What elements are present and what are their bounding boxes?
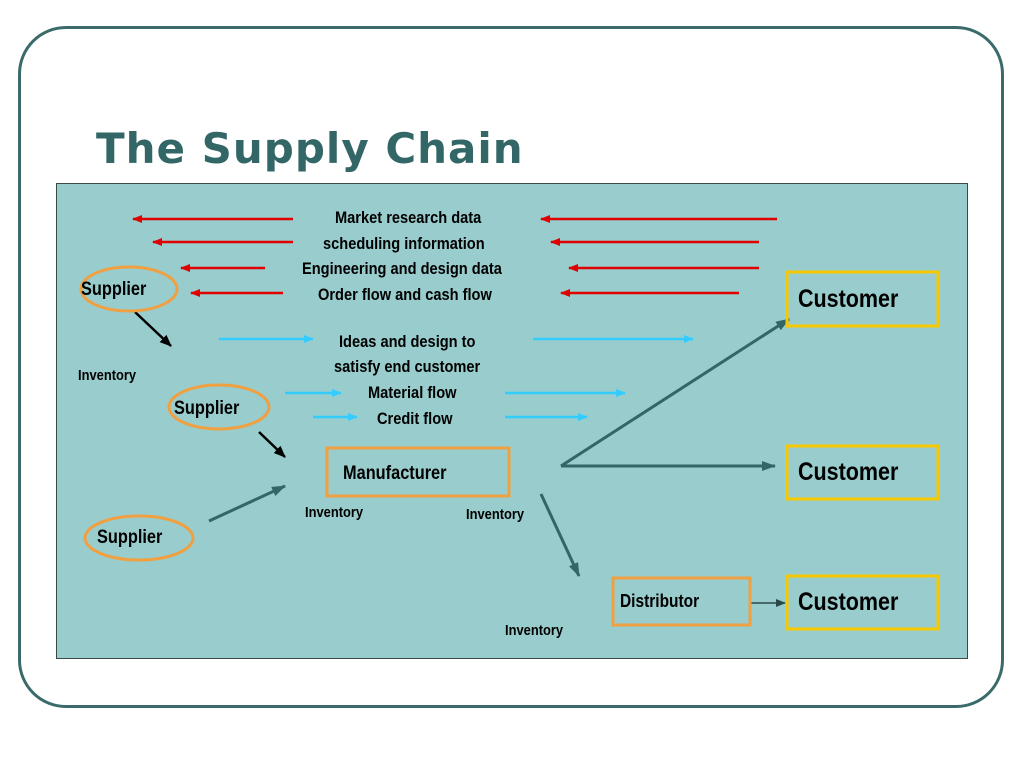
flow-label-scheduling: scheduling information	[323, 234, 485, 253]
flow-label-credit: Credit flow	[377, 409, 453, 428]
customer-3-box	[785, 574, 940, 631]
customer-1-box	[785, 270, 940, 328]
flow-label-ideas-line2: satisfy end customer	[334, 357, 481, 376]
inventory-label-distributor: Inventory	[505, 622, 564, 639]
flow-label-engineering: Engineering and design data	[302, 259, 502, 278]
teal-arrow-to-top-customer	[560, 317, 790, 468]
flow-label-material: Material flow	[368, 383, 457, 402]
manufacturer-box	[325, 446, 511, 498]
supplier-2-outline	[167, 383, 271, 431]
flow-label-ideas-line1: Ideas and design to	[339, 332, 476, 351]
supply-chain-diagram: Market research data scheduling informat…	[56, 183, 968, 659]
supplier-1-outline	[79, 265, 179, 313]
customer-2-label: Customer	[798, 458, 899, 486]
flow-label-market-research: Market research data	[335, 208, 482, 227]
distributor-label: Distributor	[620, 591, 700, 611]
diagram-shapes	[79, 215, 940, 631]
forward-flow-arrows	[219, 335, 694, 421]
teal-arrow-to-distributor	[539, 493, 581, 577]
black-arrow-supplier-2	[258, 431, 286, 458]
slide-frame	[18, 26, 1004, 708]
supplier-3-outline	[83, 514, 195, 562]
teal-arrow-supplier-3-to-manufacturer	[208, 484, 286, 523]
customer-3-label: Customer	[798, 588, 899, 616]
inventory-label-supplier: Inventory	[78, 367, 137, 384]
distributor-box	[611, 576, 752, 627]
customer-1-label: Customer	[798, 285, 899, 313]
black-arrow-supplier-1	[134, 311, 172, 347]
supplier-3-label: Supplier	[97, 527, 163, 548]
manufacturer-label: Manufacturer	[343, 463, 447, 484]
flow-label-order-cash: Order flow and cash flow	[318, 285, 492, 304]
supplier-2-label: Supplier	[174, 398, 240, 419]
customer-2-box	[785, 444, 940, 501]
inventory-label-manufacturer-out: Inventory	[466, 506, 525, 523]
backward-flow-arrows	[132, 215, 777, 297]
inventory-label-manufacturer-in: Inventory	[305, 504, 364, 521]
supplier-1-label: Supplier	[81, 279, 147, 300]
slide-title: The Supply Chain	[96, 124, 524, 173]
